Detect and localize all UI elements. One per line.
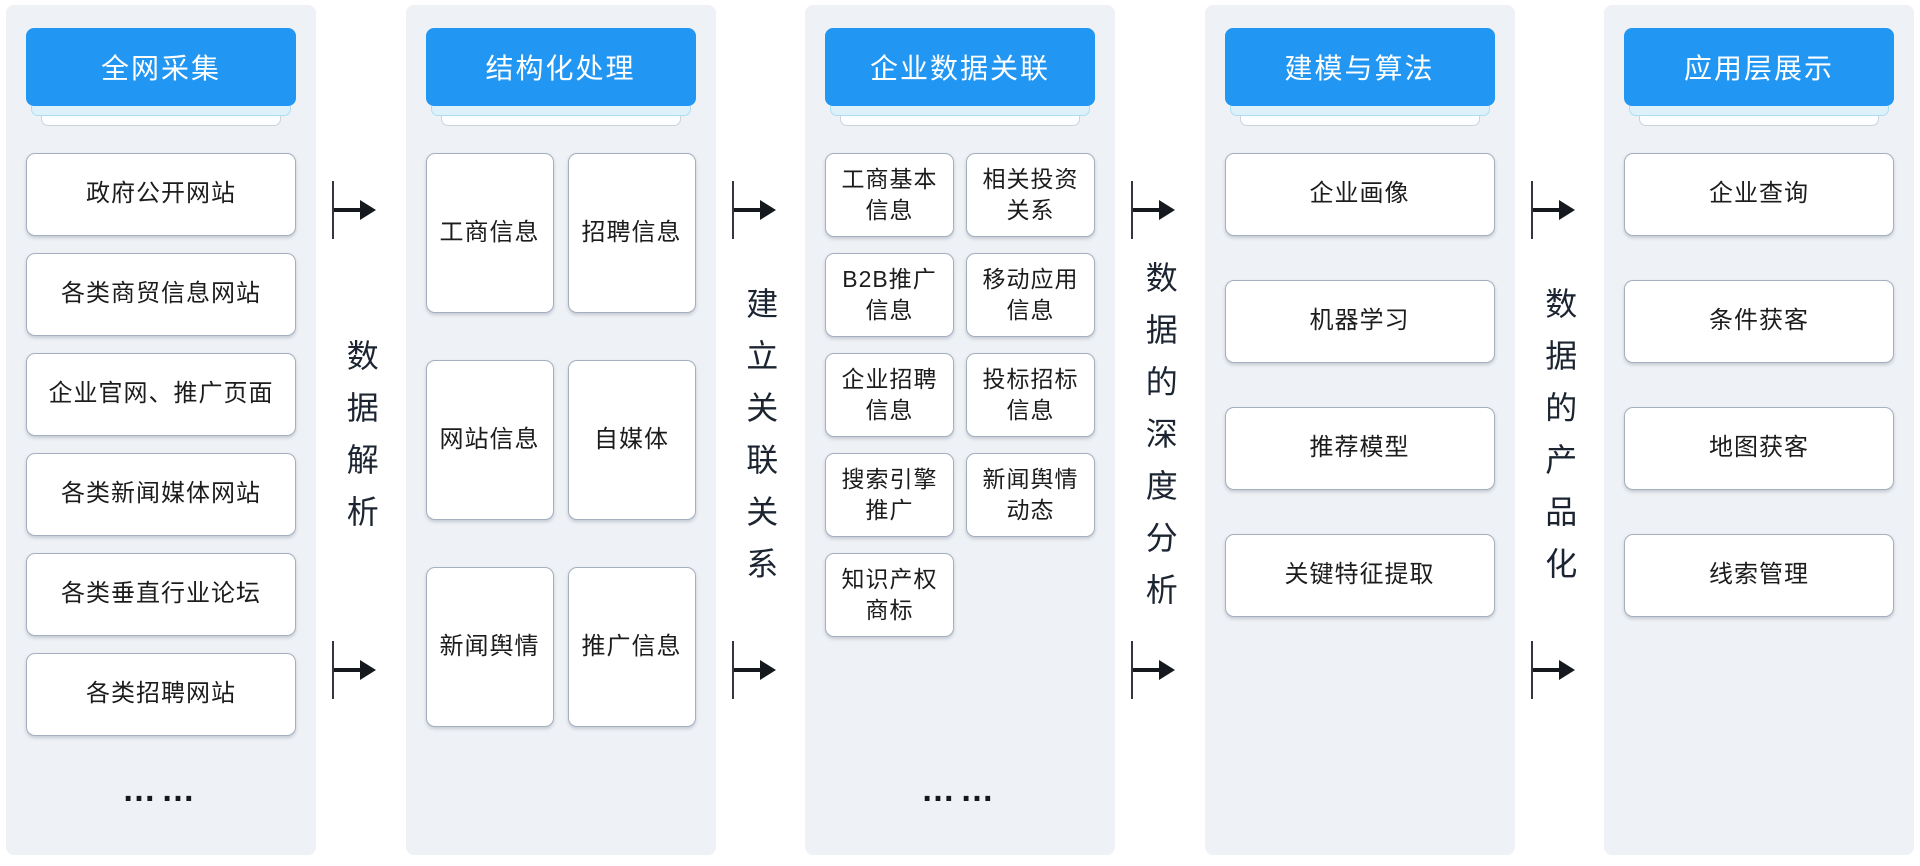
structuring-item-grid: 工商信息 招聘信息 网站信息 自媒体 新闻舆情 推广信息 [425,153,696,727]
stage-panel-application: 应用层展示 企业查询 条件获客 地图获客 线索管理 [1604,5,1914,855]
connector-productize: 数据的产品化 [1515,5,1605,855]
ellipsis-dots: …… [122,771,200,809]
header-stack-layer-1 [31,106,291,116]
item-box: 移动应用信息 [966,253,1095,337]
connector-parse: 数据解析 [316,5,406,855]
stage-header-application: 应用层展示 [1624,28,1894,106]
item-box: 自媒体 [567,360,696,520]
item-box: 推荐模型 [1224,407,1495,490]
item-box: 投标招标信息 [966,353,1095,437]
stage-header-modeling: 建模与算法 [1224,28,1495,106]
header-stack-layer-2 [1239,116,1480,126]
item-box: 网站信息 [425,360,554,520]
item-box: 关键特征提取 [1224,534,1495,617]
header-stack-layer-1 [1229,106,1490,116]
item-box: 企业查询 [1624,153,1894,236]
header-stack-layer-2 [41,116,281,126]
flow-arrow-icon [731,641,782,699]
flow-arrow-icon [1131,641,1181,699]
item-box: 企业招聘信息 [825,353,954,437]
modeling-item-list: 企业画像 机器学习 推荐模型 关键特征提取 [1224,153,1495,617]
item-box: 新闻舆情 [425,567,554,727]
stage-panel-association: 企业数据关联 工商基本信息 相关投资关系 B2B推广信息 移动应用信息 企业招聘… [805,5,1115,855]
association-item-grid: 工商基本信息 相关投资关系 B2B推广信息 移动应用信息 企业招聘信息 投标招标… [825,153,1095,637]
connector-analysis: 数据的深度分析 [1115,5,1205,855]
application-item-list: 企业查询 条件获客 地图获客 线索管理 [1624,153,1894,617]
item-box: 招聘信息 [567,153,696,313]
item-box: 机器学习 [1224,280,1495,363]
item-box: 知识产权商标 [825,553,954,637]
header-stack-layer-1 [430,106,691,116]
stage-panel-collection: 全网采集 政府公开网站 各类商贸信息网站 企业官网、推广页面 各类新闻媒体网站 … [6,5,316,855]
item-box: 企业画像 [1224,153,1495,236]
item-box: 政府公开网站 [26,153,296,236]
ellipsis-dots: …… [921,771,999,809]
flow-arrow-icon [731,181,782,239]
item-box: 条件获客 [1624,280,1894,363]
stage-header-collection: 全网采集 [26,28,296,106]
item-box: 各类新闻媒体网站 [26,453,296,536]
flow-arrow-icon [1530,641,1581,699]
header-stack-layer-1 [1629,106,1889,116]
item-box: 各类商贸信息网站 [26,253,296,336]
item-box: 工商基本信息 [825,153,954,237]
stage-panel-modeling: 建模与算法 企业画像 机器学习 推荐模型 关键特征提取 [1204,5,1515,855]
item-box: 各类垂直行业论坛 [26,553,296,636]
stage-panel-structuring: 结构化处理 工商信息 招聘信息 网站信息 自媒体 新闻舆情 推广信息 [405,5,716,855]
connector-label: 数据的深度分析 [1141,261,1178,625]
item-box: 搜索引擎推广 [825,453,954,537]
item-box: 推广信息 [567,567,696,727]
item-box: B2B推广信息 [825,253,954,337]
item-box: 线索管理 [1624,534,1894,617]
header-stack-layer-1 [830,106,1090,116]
header-stack-layer-2 [1639,116,1879,126]
connector-label: 数据的产品化 [1541,287,1578,599]
stage-header-association: 企业数据关联 [825,28,1095,106]
header-stack-layer-2 [840,116,1080,126]
connector-label: 数据解析 [342,339,379,547]
header-stack-layer-2 [440,116,681,126]
item-box: 新闻舆情动态 [966,453,1095,537]
stage-header-structuring: 结构化处理 [425,28,696,106]
collection-item-list: 政府公开网站 各类商贸信息网站 企业官网、推广页面 各类新闻媒体网站 各类垂直行… [26,153,296,736]
flow-arrow-icon [1530,181,1581,239]
item-box: 工商信息 [425,153,554,313]
flow-arrow-icon [332,181,382,239]
item-box: 各类招聘网站 [26,653,296,736]
item-box: 相关投资关系 [966,153,1095,237]
flow-arrow-icon [332,641,382,699]
connector-association: 建立关联关系 [716,5,806,855]
connector-label: 建立关联关系 [742,287,779,599]
flow-arrow-icon [1131,181,1181,239]
item-box: 地图获客 [1624,407,1894,490]
item-box: 企业官网、推广页面 [26,353,296,436]
